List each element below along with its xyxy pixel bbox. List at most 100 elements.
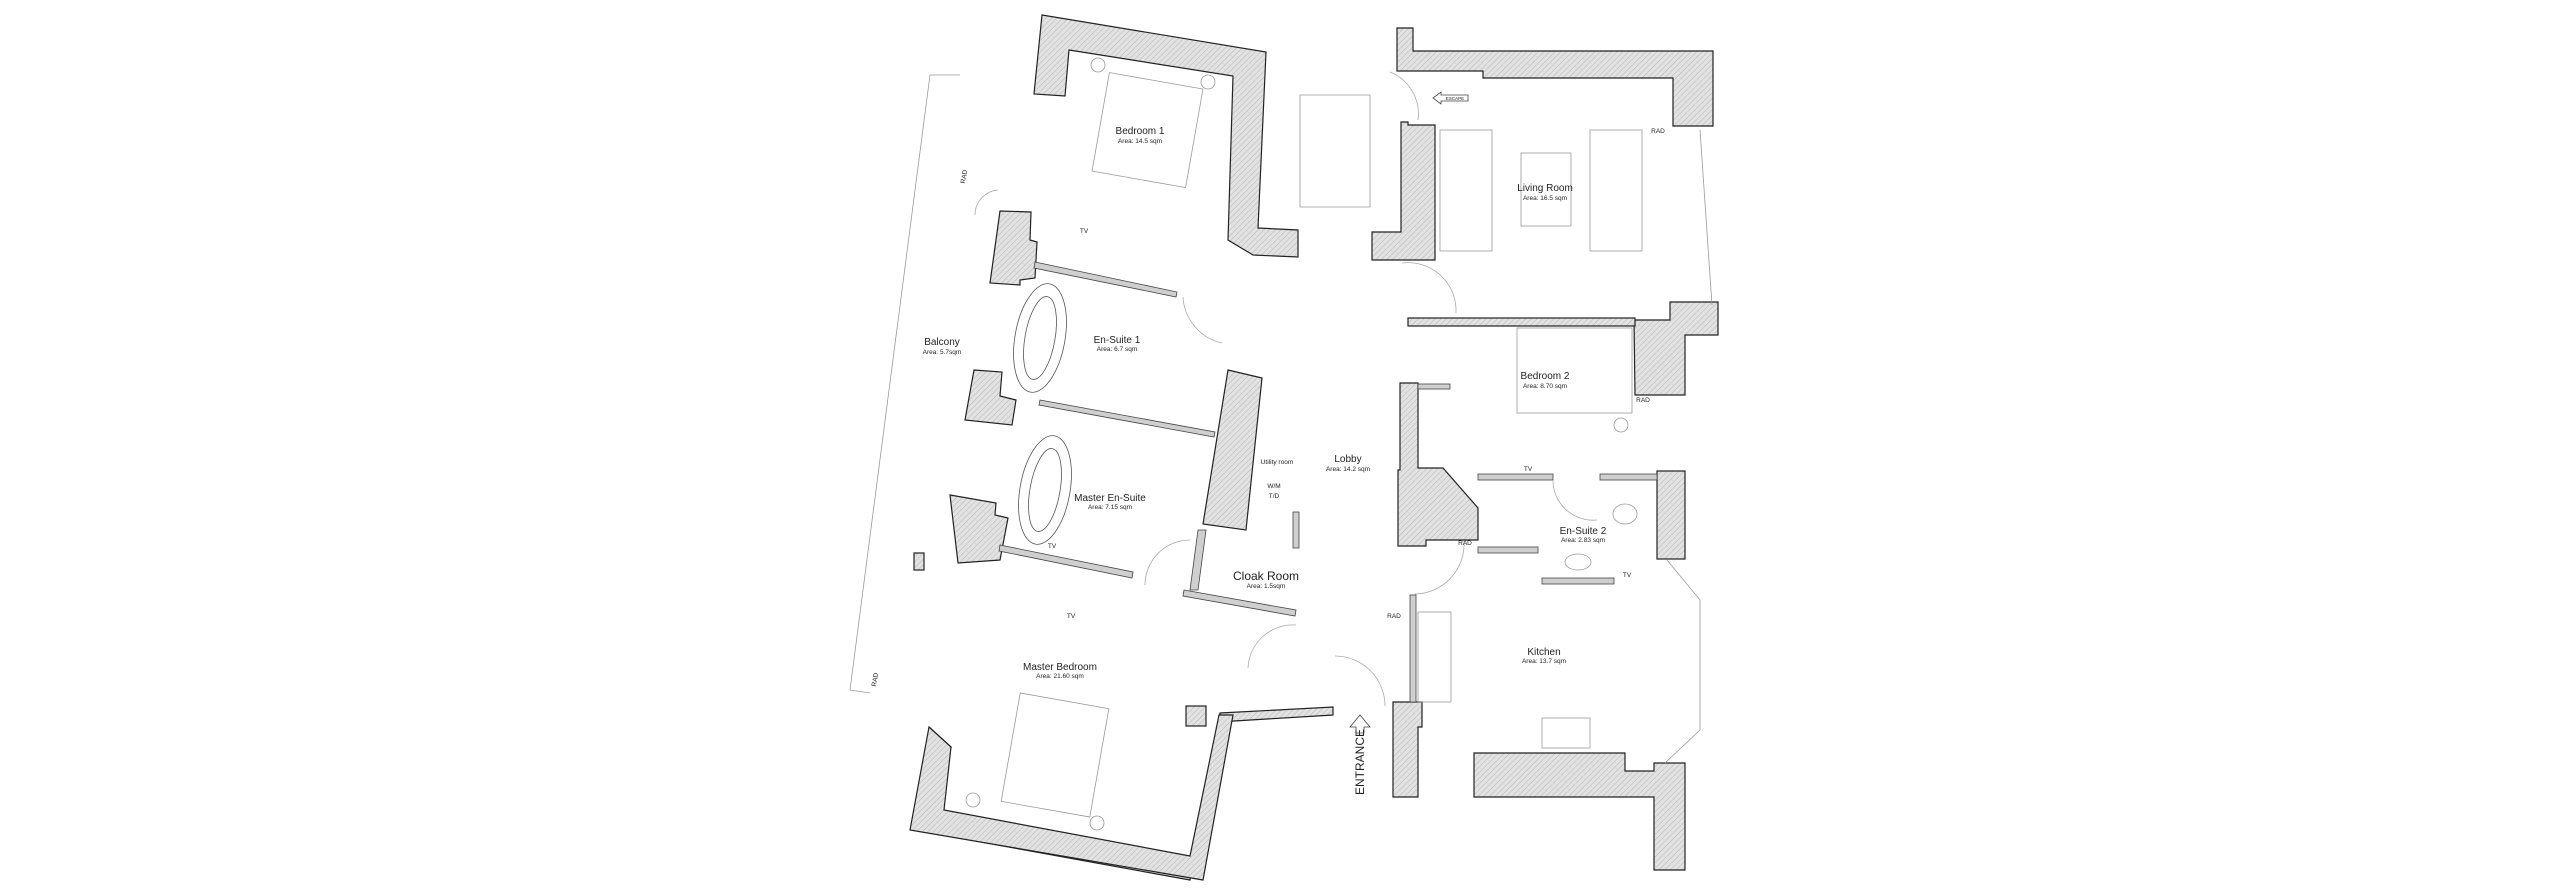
bathtub-ensuite1-inner xyxy=(1023,296,1057,380)
bed-bedroom2 xyxy=(1516,327,1633,414)
wall-kitchen-bottom xyxy=(1473,752,1686,871)
room-area-ensuite1: Area: 6.7 sqm xyxy=(1097,346,1137,353)
wall-entrance-right xyxy=(1392,701,1423,798)
room-name-lobby: Lobby xyxy=(1334,454,1361,465)
room-name-cloak: Cloak Room xyxy=(1233,569,1299,583)
wall-bedroom2-left xyxy=(1397,382,1479,547)
door-swing-entrance[interactable] xyxy=(1334,655,1386,707)
lamp-icon xyxy=(1089,815,1105,831)
toilet-ensuite2 xyxy=(1612,503,1638,525)
partition-cloak xyxy=(1182,589,1297,617)
door-swing-bedroom1[interactable] xyxy=(974,189,999,216)
wall-wardrobe-pillar xyxy=(1185,705,1207,727)
room-area-lobby: Area: 14.2 sqm xyxy=(1326,466,1370,473)
wall-ensuite-divider-block xyxy=(964,369,1017,426)
sofa-left xyxy=(1439,129,1493,252)
door-swing-ensuite2[interactable] xyxy=(1552,479,1598,521)
room-name-master-ensuite: Master En-Suite xyxy=(1074,493,1146,504)
rad-label: RAD xyxy=(1458,540,1472,547)
rad-label: RAD xyxy=(1636,397,1650,404)
room-name-master-bedroom: Master Bedroom xyxy=(1023,662,1097,673)
wall-lobby-pillar xyxy=(1202,369,1263,531)
label-washing-machine: W/M xyxy=(1267,483,1280,490)
door-swing-master-ensuite[interactable] xyxy=(1144,539,1191,586)
rad-label: RAD xyxy=(871,672,880,687)
lamp-icon xyxy=(965,792,981,808)
lamp-icon xyxy=(1613,417,1629,433)
coffee-table xyxy=(1520,152,1572,227)
rad-label: RAD xyxy=(1387,613,1401,620)
escape-label: ESCAPE xyxy=(1446,96,1464,101)
room-area-living: Area: 16.5 sqm xyxy=(1523,195,1567,202)
partition-ensuite2-top xyxy=(1477,473,1554,481)
tv-label: TV xyxy=(1623,572,1632,579)
entrance-label: ENTRANCE xyxy=(1353,729,1367,795)
partition-ensuite1-top xyxy=(1033,261,1178,298)
tv-label: TV xyxy=(1080,228,1089,235)
lamp-icon xyxy=(1090,57,1106,73)
room-name-ensuite2: En-Suite 2 xyxy=(1560,526,1607,537)
rad-label: RAD xyxy=(960,169,969,184)
label-tumble-dryer: T/D xyxy=(1269,493,1280,500)
room-name-kitchen: Kitchen xyxy=(1527,647,1560,658)
tv-label: TV xyxy=(1067,613,1076,620)
room-area-bedroom1: Area: 14.5 sqm xyxy=(1118,138,1162,145)
sofa-right xyxy=(1589,129,1643,252)
door-swing-cloak[interactable] xyxy=(1247,624,1297,669)
door-swing-living[interactable] xyxy=(1389,71,1419,121)
kitchen-sink xyxy=(1541,717,1591,749)
tv-label: TV xyxy=(1048,543,1057,550)
rad-label: RAD xyxy=(1651,128,1665,135)
tv-label: TV xyxy=(1524,466,1533,473)
room-area-balcony: Area: 5.7sqm xyxy=(923,349,962,356)
partition-ensuite-master xyxy=(998,544,1134,579)
room-area-ensuite2: Area: 2.83 sqm xyxy=(1561,537,1605,544)
window-line xyxy=(1699,129,1713,306)
partition-utility xyxy=(1292,511,1300,549)
door-swing-bedroom2[interactable] xyxy=(1401,262,1457,314)
door-swing-ensuite1[interactable] xyxy=(1182,296,1223,344)
partition-bedroom2-left xyxy=(1417,383,1451,390)
room-name-ensuite1: En-Suite 1 xyxy=(1094,335,1141,346)
lamp-icon xyxy=(1200,74,1216,90)
room-name-utility: Utility room xyxy=(1261,459,1294,466)
basin-ensuite2 xyxy=(1564,553,1592,571)
wall-ensuite2-right xyxy=(1656,470,1686,560)
bathtub-ensuite1 xyxy=(1013,283,1067,393)
wall-bedroom2-right xyxy=(1633,301,1719,396)
entrance-arrow-icon xyxy=(1349,714,1371,734)
bathtub-master-inner xyxy=(1028,448,1062,532)
partition-ensuite1-bottom xyxy=(1038,399,1216,438)
room-name-bedroom1: Bedroom 1 xyxy=(1116,126,1165,137)
window-line-kitchen xyxy=(1664,559,1701,764)
escape-arrow-icon xyxy=(1432,91,1469,105)
room-name-living: Living Room xyxy=(1517,183,1573,194)
room-area-kitchen: Area: 13.7 sqm xyxy=(1522,658,1566,665)
bed-master xyxy=(1000,692,1110,818)
wall-bedroom1 xyxy=(1033,14,1299,258)
partition-cloak-side xyxy=(1189,529,1207,591)
door-swing-kitchen[interactable] xyxy=(1414,540,1465,595)
wall-master-bedroom-outer xyxy=(909,714,1234,881)
wall-partition-living xyxy=(1407,317,1636,327)
wall-living-top xyxy=(1396,27,1714,127)
wall-balcony-post xyxy=(913,552,925,571)
partition-ensuite2-bottom xyxy=(1477,546,1539,554)
room-area-master-bedroom: Area: 21.60 sqm xyxy=(1036,673,1084,680)
hob xyxy=(1417,611,1452,703)
room-area-master-ensuite: Area: 7.15 sqm xyxy=(1088,504,1132,511)
room-name-bedroom2: Bedroom 2 xyxy=(1521,371,1570,382)
room-area-cloak: Area: 1.5sqm xyxy=(1247,583,1286,590)
room-name-balcony: Balcony xyxy=(924,337,960,348)
partition-ensuite2-top-right xyxy=(1599,473,1658,481)
stairs xyxy=(1299,94,1371,208)
wall-master-ensuite-block xyxy=(949,494,1009,564)
partition-kitchen-left xyxy=(1409,594,1417,703)
bed-bedroom1 xyxy=(1091,72,1204,189)
room-area-bedroom2: Area: 8.70 sqm xyxy=(1523,383,1567,390)
partition-ensuite2-basin xyxy=(1541,577,1615,585)
wall-stair-pillar xyxy=(1371,121,1436,261)
bathtub-master xyxy=(1018,435,1072,545)
balcony-rail xyxy=(849,74,960,694)
